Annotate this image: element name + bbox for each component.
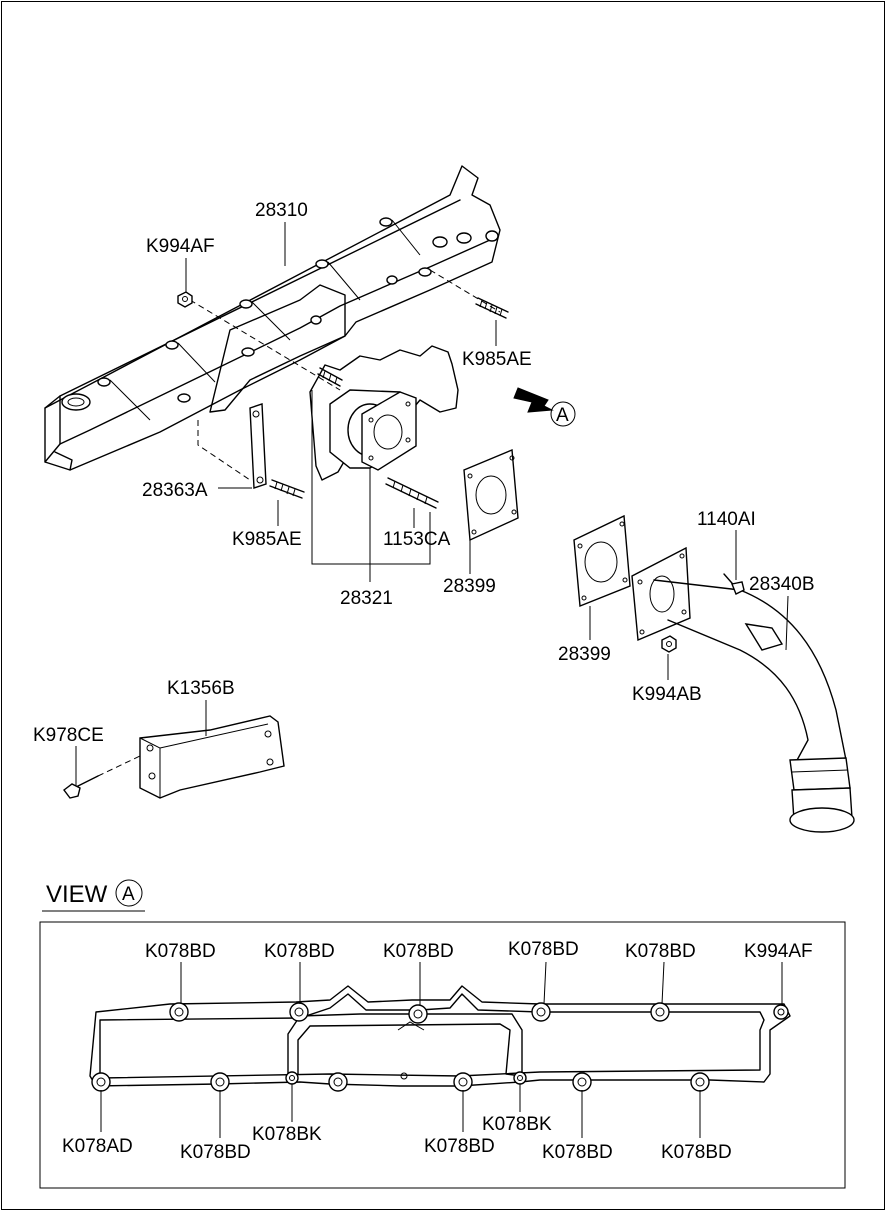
view-label-top-1: K078BD (145, 941, 216, 962)
label-k978ce: K978CE (33, 725, 104, 746)
view-label-bottom-5: K078BK (482, 1114, 552, 1135)
view-label-top-5: K078BD (625, 941, 696, 962)
view-a-gasket-drawing (89, 985, 791, 1087)
view-label-bottom-1: K078AD (62, 1136, 133, 1157)
view-label-bottom-3: K078BK (252, 1124, 322, 1145)
view-a-arrow-icon (513, 387, 554, 413)
gasket-28399-first-icon (463, 448, 519, 542)
label-k1356b: K1356B (167, 678, 235, 699)
view-a-bolt-holes (91, 1002, 789, 1092)
bolt-1140ai-icon (723, 573, 745, 595)
view-a-marker-circle-icon (550, 401, 576, 427)
stud-middle-icon (317, 367, 343, 387)
label-28321: 28321 (340, 588, 393, 609)
view-a-marker-letter: A (556, 405, 569, 426)
stud-k985ae-left-icon (269, 479, 305, 499)
view-label-top-4: K078BD (508, 939, 579, 960)
label-28399-second: 28399 (558, 644, 611, 665)
view-label-top-3: K078BD (383, 941, 454, 962)
label-28363a: 28363A (142, 480, 208, 501)
label-28310: 28310 (255, 200, 308, 221)
leader-lines (75, 222, 789, 786)
label-1153ca: 1153CA (383, 529, 451, 550)
label-28340b: 28340B (749, 574, 815, 595)
label-k994af: K994AF (146, 236, 215, 257)
view-label-top-2: K078BD (264, 941, 335, 962)
view-label-bottom-7: K078BD (661, 1142, 732, 1163)
label-k985ae-right: K985AE (462, 349, 532, 370)
stud-1153ca-icon (385, 477, 439, 509)
bracket-k1356b-icon (139, 715, 285, 799)
label-k994ab: K994AB (632, 684, 702, 705)
label-k985ae-left: K985AE (232, 529, 302, 550)
view-title-marker-circle-icon (115, 879, 143, 907)
view-a-frame (39, 921, 846, 1189)
view-label-bottom-4: K078BD (424, 1136, 495, 1157)
exhaust-manifold-drawing (44, 165, 501, 481)
bolt-k978ce-icon (63, 755, 141, 799)
view-title: VIEW (46, 881, 108, 908)
stud-k985ae-right-icon (475, 297, 509, 319)
nut-k994af-icon (177, 291, 193, 308)
label-1140ai: 1140AI (697, 509, 756, 530)
view-label-bottom-2: K078BD (180, 1142, 251, 1163)
view-title-marker-letter: A (122, 884, 135, 905)
view-label-top-6: K994AF (744, 941, 813, 962)
label-28399-first: 28399 (443, 576, 496, 597)
bracket-28363a-icon (249, 403, 267, 489)
exhaust-pipe-28340b-icon (631, 546, 855, 833)
view-label-bottom-6: K078BD (542, 1142, 613, 1163)
gasket-28321-icon (309, 345, 459, 481)
nut-k994ab-icon (661, 635, 677, 653)
gasket-28399-second-icon (573, 514, 631, 607)
view-a-leader-lines (100, 961, 783, 1138)
